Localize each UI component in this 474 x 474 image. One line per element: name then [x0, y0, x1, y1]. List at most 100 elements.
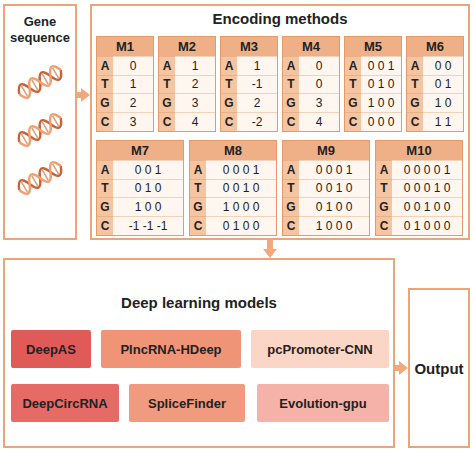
model-name: DeepAS [26, 342, 76, 357]
arrow-connector [263, 240, 277, 258]
matrix-header: M8 [190, 141, 276, 160]
input-box: Gene sequence [3, 4, 77, 240]
base-letter: T [283, 75, 299, 94]
base-letter: A [345, 56, 361, 75]
dna-rungs [21, 164, 58, 192]
base-letter: C [376, 216, 392, 235]
base-letter: T [283, 179, 299, 198]
base-letter: T [97, 75, 113, 94]
code-value: 2 [113, 93, 153, 112]
base-letter: C [283, 216, 299, 235]
dna-helix [15, 160, 64, 197]
base-letter: G [283, 93, 299, 112]
output-label: Output [414, 360, 463, 377]
matrix-header: M2 [159, 37, 215, 56]
encoding-panel: Encoding methodsM1A0T1G2C3M2A1T2G3C4M3A1… [90, 4, 470, 240]
arrow-head [263, 249, 277, 258]
base-letter: A [159, 56, 175, 75]
code-value: 1 [237, 56, 277, 75]
code-value: 3 [175, 93, 215, 112]
code-value: 0 0 0 1 [206, 160, 276, 179]
code-value: 0 0 0 0 1 [392, 160, 462, 179]
dna-strand [15, 64, 64, 101]
base-letter: G [159, 93, 175, 112]
code-value: 0 0 0 [361, 112, 401, 131]
code-value: 0 1 0 0 [206, 216, 276, 235]
base-letter: A [97, 160, 113, 179]
model-box: SpliceFinder [129, 384, 245, 422]
code-value: 1 1 [423, 112, 463, 131]
encoding-matrix: M9A0 0 0 1T0 0 1 0G0 1 0 0C1 0 0 0 [282, 140, 370, 236]
matrix-header: M5 [345, 37, 401, 56]
encoding-matrix: M8A0 0 0 1T0 0 1 0G1 0 0 0C0 1 0 0 [189, 140, 277, 236]
matrix-header: M1 [97, 37, 153, 56]
base-letter: A [97, 56, 113, 75]
base-letter: T [407, 75, 423, 94]
model-name: pcPromoter-CNN [267, 342, 372, 357]
code-value: -1 [237, 75, 277, 94]
encoding-matrix: M4A0T0G3C4 [282, 36, 340, 132]
arrow-head [399, 361, 408, 375]
base-letter: G [407, 93, 423, 112]
code-value: 0 1 0 0 0 [392, 216, 462, 235]
code-value: 2 [237, 93, 277, 112]
base-letter: G [376, 197, 392, 216]
encoding-matrix: M5A0 0 1T0 1 0G1 0 0C0 0 0 [344, 36, 402, 132]
base-letter: C [345, 112, 361, 131]
code-value: 0 1 0 [361, 75, 401, 94]
base-letter: C [190, 216, 206, 235]
matrix-header: M6 [407, 37, 463, 56]
base-letter: G [345, 93, 361, 112]
model-name: PlncRNA-HDeep [120, 342, 221, 357]
dna-rungs [21, 116, 58, 144]
base-letter: C [283, 112, 299, 131]
dna-strand [15, 64, 64, 101]
code-value: 0 1 0 [113, 179, 183, 198]
matrix-header: M9 [283, 141, 369, 160]
code-value: 1 [113, 75, 153, 94]
code-value: 0 0 1 0 [299, 179, 369, 198]
arrow-connector [77, 88, 90, 102]
code-value: 4 [299, 112, 339, 131]
code-value: 0 0 [423, 56, 463, 75]
model-panel: Deep learning modelsDeepAS PlncRNA-HDeep p… [3, 258, 395, 448]
base-letter: C [97, 216, 113, 235]
panel-title: Gene sequence [8, 14, 72, 45]
arrow-connector [395, 361, 408, 375]
arrow-shaft [267, 240, 273, 250]
base-letter: T [221, 75, 237, 94]
code-value: 4 [175, 112, 215, 131]
matrix-header: M7 [97, 141, 183, 160]
base-letter: T [190, 179, 206, 198]
base-letter: A [407, 56, 423, 75]
code-value: 3 [299, 93, 339, 112]
base-letter: C [221, 112, 237, 131]
base-letter: C [159, 112, 175, 131]
base-letter: A [283, 160, 299, 179]
arrow-head [81, 88, 90, 102]
panel-title: Encoding methods [95, 10, 465, 28]
matrix-header: M10 [376, 141, 462, 160]
encoding-matrix: M6A0 0T0 1G1 0C1 1 [406, 36, 464, 132]
base-letter: G [97, 197, 113, 216]
code-value: 0 1 0 0 [299, 197, 369, 216]
matrix-header: M3 [221, 37, 277, 56]
encoding-matrix: M1A0T1G2C3 [96, 36, 154, 132]
model-box: DeepAS [11, 330, 91, 368]
code-value: 1 0 0 [361, 93, 401, 112]
model-name: Evolution-gpu [279, 396, 366, 411]
code-value: 0 1 [423, 75, 463, 94]
dna-helix [15, 64, 64, 101]
code-value: 0 [113, 56, 153, 75]
base-letter: A [376, 160, 392, 179]
base-letter: T [159, 75, 175, 94]
dna-strand [15, 112, 64, 149]
code-value: 0 0 1 0 0 [392, 197, 462, 216]
base-letter: A [190, 160, 206, 179]
code-value: 1 0 0 0 [299, 216, 369, 235]
panel-title: Deep learning models [8, 294, 390, 312]
base-letter: G [190, 197, 206, 216]
code-value: 0 0 0 1 0 [392, 179, 462, 198]
base-letter: G [221, 93, 237, 112]
model-name: DeepCircRNA [22, 396, 107, 411]
